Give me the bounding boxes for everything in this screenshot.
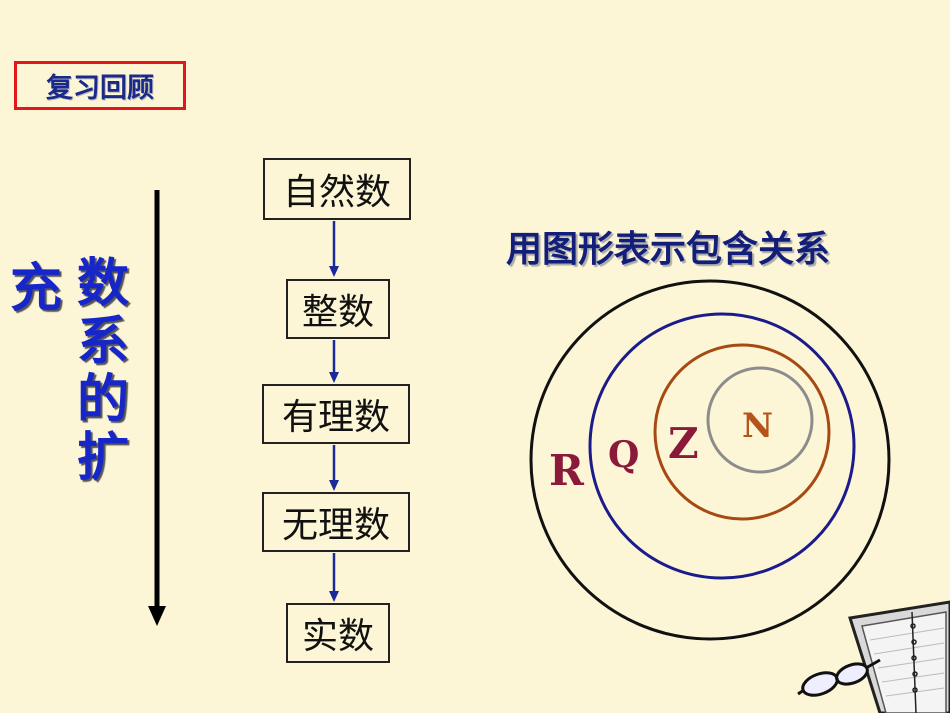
set-label-q: Q xyxy=(608,434,640,476)
flow-step-real: 实数 xyxy=(286,603,390,663)
caption-char: 的 xyxy=(77,370,130,430)
caption-column: 数 系 的 扩 xyxy=(77,258,133,490)
set-label-n: N xyxy=(742,406,774,446)
venn-title: 用图形表示包含关系 xyxy=(506,229,831,270)
set-circle-r xyxy=(529,279,891,641)
set-circle-q xyxy=(588,312,856,580)
caption-char: 扩 xyxy=(77,428,130,488)
flow-step-rational: 有理数 xyxy=(262,384,410,444)
set-label-z: Z xyxy=(668,419,699,468)
set-circle-n xyxy=(706,366,814,474)
set-label-r: R xyxy=(549,446,584,495)
flow-step-natural: 自然数 xyxy=(263,158,411,220)
flow-step-irrational: 无理数 xyxy=(262,492,410,552)
caption-char: 系 xyxy=(77,312,130,372)
set-circle-z xyxy=(653,343,831,521)
caption-char: 数 xyxy=(77,254,130,314)
review-badge: 复习回顾 xyxy=(14,61,186,110)
caption-char-chong: 充 xyxy=(10,259,63,319)
flow-step-integer: 整数 xyxy=(286,279,390,339)
